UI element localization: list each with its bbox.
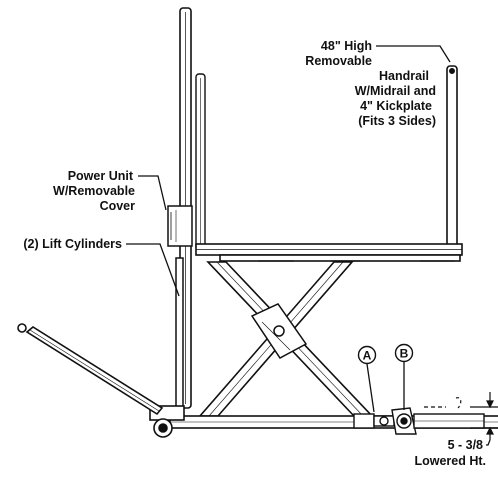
handrail-line-4: W/Midrail and xyxy=(355,84,436,98)
marker-b: B xyxy=(394,343,414,363)
handrail-callout: 48" High Removable Handrail W/Midrail an… xyxy=(305,39,436,128)
marker-a: A xyxy=(357,345,377,365)
marker-b-label: B xyxy=(400,347,409,361)
lift-cylinder xyxy=(175,257,184,409)
handrail-line-3: Handrail xyxy=(379,69,429,83)
mid-handrail-post xyxy=(195,73,206,251)
tow-handle xyxy=(17,323,164,416)
lift-cylinders-label: (2) Lift Cylinders xyxy=(23,237,122,251)
lift-cylinders-callout: (2) Lift Cylinders xyxy=(23,237,122,251)
handrail-line-2: Removable xyxy=(305,54,372,68)
power-unit-line-3: Cover xyxy=(100,199,136,213)
handrail-line-6: (Fits 3 Sides) xyxy=(358,114,436,128)
handrail-line-1: 48" High xyxy=(321,39,372,53)
right-handrail-post xyxy=(446,65,458,253)
power-unit-line-1: Power Unit xyxy=(68,169,134,183)
front-wheel xyxy=(153,418,173,438)
lowered-height-line-1: 5 - 3/8 xyxy=(448,438,483,452)
scissor-pivot xyxy=(250,303,308,359)
marker-a-label: A xyxy=(363,349,372,363)
handrail-line-5: 4" Kickplate xyxy=(360,99,432,113)
lowered-height-line-2: Lowered Ht. xyxy=(414,454,486,468)
power-unit-box xyxy=(167,205,193,247)
power-unit-callout: Power Unit W/Removable Cover xyxy=(53,169,135,213)
leader-lines xyxy=(126,45,491,446)
roller-assembly xyxy=(353,407,485,435)
lowered-height-dimension xyxy=(424,392,498,440)
platform-deck xyxy=(195,243,463,262)
lowered-height-callout: 5 - 3/8 Lowered Ht. xyxy=(414,438,486,468)
power-unit-line-2: W/Removable xyxy=(53,184,135,198)
